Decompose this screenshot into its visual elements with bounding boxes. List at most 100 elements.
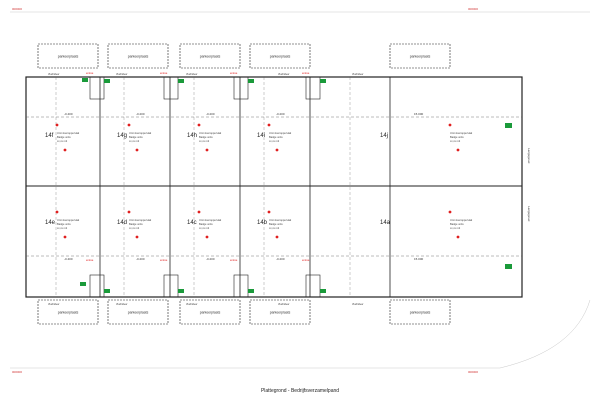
unit-spec-line: Unit vloeroppervlak (57, 218, 80, 222)
elevation-label: -0.400 (64, 112, 73, 116)
elevation-label: -0.200 (136, 257, 145, 261)
parking-block (107, 299, 169, 325)
exit-sign (104, 289, 110, 293)
unit-marker (456, 235, 460, 239)
entrance-box (305, 76, 321, 100)
exit-sign (505, 123, 512, 128)
door-label: Vluchtdeur (186, 73, 198, 76)
unit-spec-line: Unit vloeroppervlak (57, 131, 80, 135)
unit-marker (205, 235, 209, 239)
exit-sign (104, 79, 110, 83)
parking-block (179, 299, 241, 325)
exit-sign (505, 264, 512, 269)
unit-spec-line: Badge units (269, 222, 283, 226)
parking-label: parkeerplaats (270, 311, 291, 315)
facade-label: Langsgevel (527, 148, 531, 164)
unit-spec-line: xx,xx m2 (199, 139, 210, 143)
parking-spaces: parkeerplaats parkeerplaats parkeerplaats p… (37, 43, 451, 325)
unit-id: 14a (380, 220, 391, 226)
unit-marker (267, 210, 271, 214)
entrance-box (89, 274, 105, 298)
unit-marker (55, 123, 59, 127)
entrance-label: entree (86, 71, 94, 75)
unit-marker (127, 123, 131, 127)
unit-id: 14j (380, 133, 388, 139)
exit-sign (80, 282, 86, 286)
unit-spec-line: Badge units (129, 135, 143, 139)
entrance-label: entree (302, 258, 310, 262)
unit-spec-line: Unit vloeroppervlak (129, 218, 152, 222)
unit-id: 14d (117, 220, 127, 226)
unit-spec-line: xx,xx m2 (199, 226, 210, 230)
door-label: Vluchtdeur (116, 73, 128, 76)
unit-spec-line: Badge units (57, 222, 71, 226)
unit-marker (456, 148, 460, 152)
facade-label: Langsgevel (527, 206, 531, 222)
entrance-box (233, 274, 249, 298)
sheet-frame (10, 11, 591, 369)
unit-spec-line: Badge units (450, 135, 464, 139)
parking-block (249, 299, 311, 325)
unit-spec-line: xx,xx m2 (269, 139, 280, 143)
elevation-label: 15.000 (414, 112, 424, 116)
elevation-label: -0.200 (276, 112, 285, 116)
unit-spec-line: xx,xx m2 (129, 226, 140, 230)
door-label: Vluchtdeur (116, 303, 128, 306)
unit-spec-line: xx,xx m2 (57, 139, 68, 143)
door-label: Vluchtdeur (352, 303, 364, 306)
building-wall (25, 76, 523, 298)
unit-marker (448, 123, 452, 127)
unit-spec-line: Badge units (199, 135, 213, 139)
door-label: Vluchtdeur (186, 303, 198, 306)
unit-spec-line: xx,xx m2 (129, 139, 140, 143)
door-label: Vluchtdeur (48, 73, 60, 76)
exit-sign (320, 289, 326, 293)
unit-id: 14g (117, 133, 127, 139)
border-mark-bottom-left: 000000 (12, 370, 22, 374)
unit-spec-line: xx,xx m2 (57, 226, 68, 230)
exit-sign (248, 79, 254, 83)
unit-spec-line: xx,xx m2 (450, 226, 461, 230)
door-label: Vluchtdeur (278, 303, 290, 306)
unit-marker (197, 210, 201, 214)
entrance-box (89, 76, 105, 100)
parking-label: parkeerplaats (200, 55, 221, 59)
unit-spec-line: Badge units (129, 222, 143, 226)
parking-block (37, 43, 99, 69)
entrance-label: entree (86, 258, 94, 262)
border-mark-top-right: 000000 (468, 7, 478, 11)
unit-spec-line: Unit vloeroppervlak (269, 218, 292, 222)
unit-marker (135, 148, 139, 152)
unit-spec-line: Unit vloeroppervlak (450, 131, 473, 135)
entrance-label: entree (230, 258, 238, 262)
parking-label: parkeerplaats (270, 55, 291, 59)
unit-spec-line: Badge units (199, 222, 213, 226)
parking-label: parkeerplaats (58, 311, 79, 315)
unit-marker (63, 235, 67, 239)
drawing-caption: Plattegrond - Bedrijfsverzamelpand (260, 388, 340, 394)
elevation-label: 15.000 (414, 257, 424, 261)
elevation-label: -0.200 (206, 112, 215, 116)
unit-spec-line: Unit vloeroppervlak (199, 218, 222, 222)
parking-label: parkeerplaats (410, 55, 431, 59)
unit-spec-line: Badge units (450, 222, 464, 226)
unit-id: 14b (257, 220, 268, 226)
parking-label: parkeerplaats (410, 311, 431, 315)
parking-block (107, 43, 169, 69)
unit-spec-line: Unit vloeroppervlak (199, 131, 222, 135)
entrance-box (305, 274, 321, 298)
unit-marker (205, 148, 209, 152)
elevation-label: -0.400 (64, 257, 73, 261)
